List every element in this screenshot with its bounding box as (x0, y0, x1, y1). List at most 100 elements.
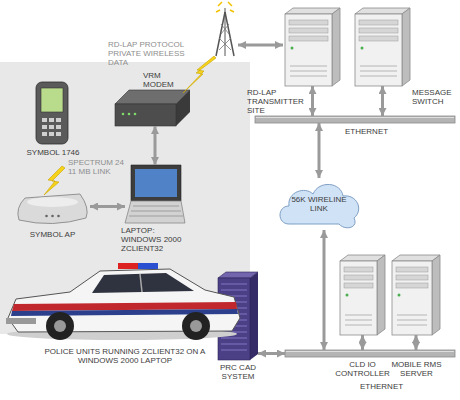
drive-bay (289, 28, 328, 33)
server-side (402, 8, 410, 86)
tower-leg (225, 12, 234, 56)
bar-highlight (286, 351, 454, 352)
bar-fill (255, 116, 455, 123)
pda-body (36, 82, 68, 144)
connector-arrow (311, 86, 314, 116)
vent-line (290, 71, 327, 72)
server-box: MESSAGE SWITCH (355, 8, 410, 86)
node-label: SYMBOL 1746 (18, 148, 88, 157)
power-led (291, 47, 294, 50)
server-front (355, 14, 402, 86)
keyboard-row (133, 206, 179, 207)
rack-slot (221, 326, 247, 327)
drive-bay (344, 275, 373, 280)
vent-line (345, 315, 372, 316)
bar-fill (285, 350, 455, 357)
connector-arrow (318, 123, 321, 178)
bar-highlight (256, 117, 454, 118)
status-led (134, 113, 137, 116)
drive-bay (289, 20, 328, 25)
connector-arrow (258, 352, 285, 355)
server-front (285, 14, 332, 86)
pda-key (56, 118, 61, 122)
vent-line (397, 320, 427, 321)
node-label: CLD IO CONTROLLER (335, 360, 390, 378)
laptop-base (125, 201, 185, 223)
drive-bay (396, 275, 428, 280)
server-side (377, 255, 385, 335)
cloud-outline (280, 184, 359, 227)
server-box: CLD IO CONTROLLER (340, 255, 385, 335)
node-label: LAPTOP: WINDOWS 2000 ZCLIENT32 (121, 226, 191, 253)
pda-key (42, 132, 47, 136)
pda-key (42, 118, 47, 122)
laptop-shape (125, 165, 185, 223)
connector-arrow (323, 230, 326, 350)
signal-spark (216, 2, 234, 12)
server-side (432, 255, 440, 335)
access-point: SYMBOL AP (15, 190, 90, 226)
tower-link-arrow (238, 44, 283, 47)
node-label: ETHERNET (360, 382, 420, 391)
drive-bay (359, 20, 398, 25)
status-led (122, 113, 125, 116)
tower-bracing (219, 24, 231, 50)
rack-slot (221, 332, 247, 333)
server-box: RD-LAP TRANSMITTER SITE (285, 8, 340, 86)
laptop-computer: LAPTOP: WINDOWS 2000 ZCLIENT32 (125, 165, 185, 223)
node-label: MOBILE RMS SERVER (389, 360, 444, 378)
rack-slot (221, 314, 247, 315)
tower-mast (225, 8, 226, 56)
modem-shape (115, 90, 190, 126)
network-bar: ETHERNET (255, 116, 455, 123)
tower-leg (216, 12, 225, 56)
drive-bay (344, 283, 373, 288)
vent-line (360, 66, 397, 67)
panel-fill (0, 62, 250, 334)
ap-led (45, 215, 48, 218)
status-led (128, 113, 131, 116)
rack-slot (221, 320, 247, 321)
drive-bay (396, 267, 428, 272)
pda-shape (32, 82, 72, 144)
connector-arrow (415, 335, 418, 350)
rack-slot (221, 302, 247, 303)
vent-line (345, 325, 372, 326)
node-label: PRC CAD SYSTEM (215, 363, 261, 381)
modem-front (115, 104, 176, 126)
node-label: ETHERNET (345, 127, 405, 136)
vent-line (290, 66, 327, 67)
server-top (355, 8, 410, 14)
server-shape (355, 8, 410, 86)
rack-slot (221, 308, 247, 309)
network-bar: ETHERNET (285, 350, 455, 357)
annotation-label: SPECTRUM 24 11 MB LINK (68, 158, 124, 176)
node-label: VRM MODEM (143, 71, 179, 89)
node-label: 56K WIRELINE LINK (289, 195, 349, 213)
ap-led (57, 215, 60, 218)
cad-rack: PRC CAD SYSTEM (218, 272, 258, 360)
vent-line (290, 76, 327, 77)
power-led (398, 294, 401, 297)
node-label: SYMBOL AP (15, 230, 90, 239)
laptop-screen (135, 169, 177, 197)
rack-slot (221, 290, 247, 291)
vent-line (397, 315, 427, 316)
rack-slot (221, 338, 247, 339)
laptop-lid (131, 165, 181, 201)
power-led (361, 47, 364, 50)
connector-arrow (381, 86, 384, 116)
keyboard-row (131, 211, 181, 212)
rack-slot (221, 350, 247, 351)
ap-body (18, 194, 87, 224)
ap-top (27, 197, 78, 207)
annotation-label: RD-LAP PROTOCOL PRIVATE WIRELESS DATA (108, 40, 190, 67)
modem-side (176, 90, 190, 126)
drive-bay (344, 267, 373, 272)
rack-front (218, 278, 250, 360)
pda-key (49, 125, 54, 129)
rack-shape (218, 272, 258, 360)
police-unit-panel: POLICE UNITS RUNNING ZCLIENT32 ON A WIND… (0, 62, 250, 334)
radio-tower (216, 2, 234, 56)
